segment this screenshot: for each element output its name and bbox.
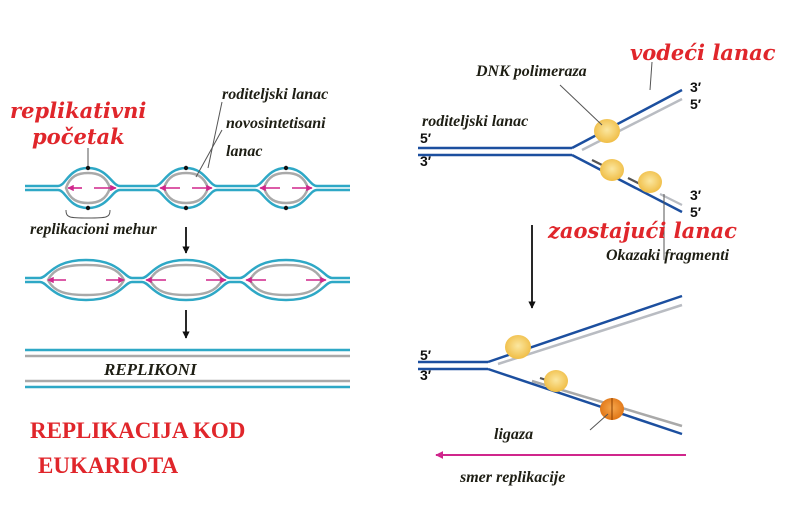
label-lagging-strand: zaostajući lanac xyxy=(548,218,737,243)
label-replication-bubble: replikacioni mehur xyxy=(30,221,157,238)
label-dna-polymerase: DNK polimeraza xyxy=(476,63,587,80)
bubble-row-1 xyxy=(25,165,350,211)
end-label-5-top-fork: 5′ xyxy=(420,130,432,146)
label-origin-line2: početak xyxy=(32,124,125,149)
label-replicons: REPLIKONI xyxy=(104,360,197,379)
end-label-5-lagging: 5′ xyxy=(690,204,702,220)
label-leading-strand: vodeći lanac xyxy=(630,40,776,65)
end-label-3-bottom-fork: 3′ xyxy=(420,367,432,383)
end-label-3-lagging: 3′ xyxy=(690,187,702,203)
fork-bottom xyxy=(418,294,683,436)
replicon-strands xyxy=(25,348,350,389)
label-okazaki-fragments: Okazaki fragmenti xyxy=(606,247,730,264)
left-leader-lines xyxy=(65,101,223,219)
end-label-3-top-fork: 3′ xyxy=(420,153,432,169)
bubble-row-2 xyxy=(25,258,350,302)
title-line2: EUKARIOTA xyxy=(38,453,179,478)
end-label-5-bottom-fork: 5′ xyxy=(420,347,432,363)
title-line1: REPLIKACIJA KOD xyxy=(30,418,246,443)
fork-top xyxy=(418,88,683,214)
label-parental-strand-right: roditeljski lanac xyxy=(422,113,529,130)
label-new-strand-line1: novosintetisani xyxy=(226,115,326,132)
end-label-3-leading: 3′ xyxy=(690,79,702,95)
label-origin-line1: replikativni xyxy=(10,98,147,123)
label-replication-direction: smer replikacije xyxy=(460,469,566,486)
label-new-strand-line2: lanac xyxy=(226,143,263,160)
label-parental-strand-left: roditeljski lanac xyxy=(222,86,329,103)
label-ligase: ligaza xyxy=(494,426,534,443)
ligase-leader xyxy=(589,413,609,431)
end-label-5-leading: 5′ xyxy=(690,96,702,112)
right-leader-lines xyxy=(559,61,665,260)
